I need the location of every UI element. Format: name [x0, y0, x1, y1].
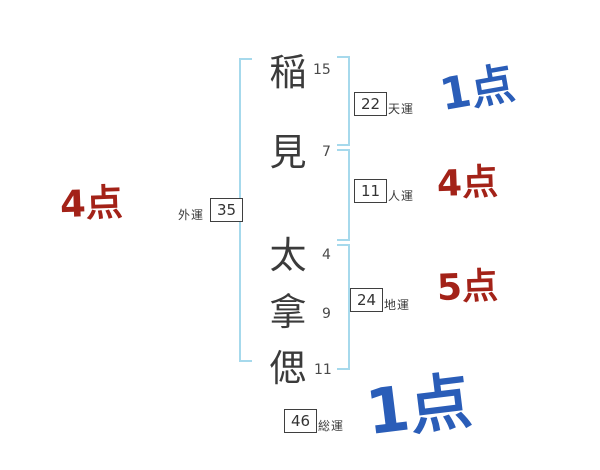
- stroke-count-3: 4: [322, 247, 331, 263]
- jinun-score: 4点: [436, 161, 499, 206]
- gaiun-value-box: 35: [210, 198, 244, 222]
- chiun-label: 地運: [384, 298, 411, 312]
- name-char-5: 偲: [269, 347, 307, 390]
- stroke-count-5: 11: [314, 362, 332, 378]
- gaiun-score: 4点: [59, 180, 124, 227]
- name-char-3: 太: [269, 234, 307, 277]
- chiun-bracket: [337, 244, 350, 370]
- chiun-score: 5点: [436, 265, 499, 310]
- chiun-value-box: 24: [350, 288, 384, 312]
- jinun-bracket: [337, 149, 350, 241]
- tenun-label: 天運: [388, 102, 415, 116]
- tenun-value-box: 22: [354, 92, 388, 116]
- jinun-label: 人運: [388, 189, 415, 203]
- stroke-count-1: 15: [313, 62, 331, 78]
- soun-score: 1点: [361, 363, 476, 450]
- gaiun-label: 外運: [178, 208, 205, 222]
- name-char-1: 稲: [269, 51, 307, 94]
- tenun-score: 1点: [436, 57, 519, 122]
- soun-label: 総運: [318, 419, 345, 433]
- name-char-2: 見: [269, 131, 307, 174]
- jinun-value-box: 11: [354, 179, 388, 203]
- tenun-bracket: [337, 56, 350, 146]
- soun-value-box: 46: [284, 409, 318, 433]
- stroke-count-4: 9: [322, 306, 331, 322]
- stroke-count-2: 7: [322, 144, 331, 160]
- name-char-4: 拿: [269, 291, 307, 334]
